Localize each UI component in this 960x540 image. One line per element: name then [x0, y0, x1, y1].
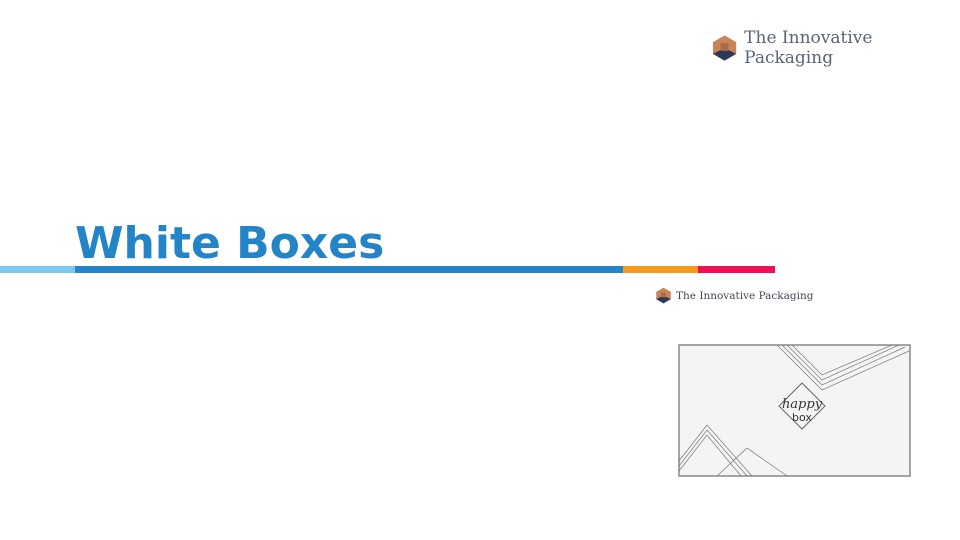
cube-logo-icon [656, 287, 671, 304]
box-logo-top: happy [782, 397, 823, 412]
image-brand-name: The Innovative Packaging [676, 289, 814, 302]
white-box-photo: happy box [677, 343, 912, 478]
accent-bar-orange [623, 266, 698, 273]
brand-name: The Innovative Packaging [744, 28, 873, 68]
cube-logo-icon [712, 35, 737, 61]
image-brand-logo: The Innovative Packaging [655, 287, 813, 304]
accent-bar-main [75, 266, 623, 273]
header-brand-logo: The Innovative Packaging [711, 28, 960, 68]
box-logo-bottom: box [792, 411, 812, 424]
slide-title: White Boxes [75, 218, 385, 269]
accent-bar-light [0, 266, 75, 273]
accent-bar-pink [698, 266, 775, 273]
